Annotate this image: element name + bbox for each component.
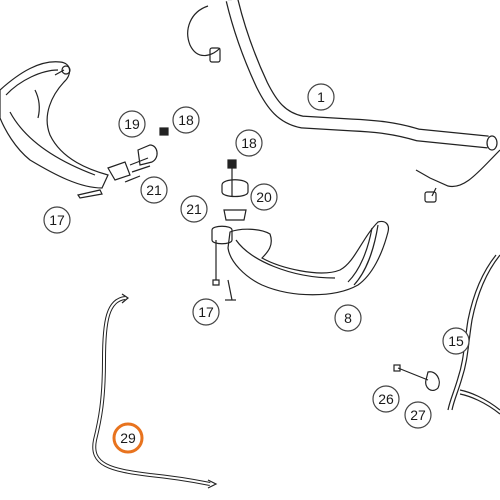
callout-c17a: 17 xyxy=(43,206,71,234)
handlebar xyxy=(187,0,498,151)
callout-c8: 8 xyxy=(334,304,362,332)
callout-label: 8 xyxy=(344,310,352,326)
callout-label: 20 xyxy=(256,189,272,205)
callout-c18a: 18 xyxy=(172,106,200,134)
callout-label: 21 xyxy=(186,201,202,217)
left-handguard xyxy=(0,61,109,189)
callout-label: 27 xyxy=(410,407,426,423)
callout-label: 17 xyxy=(49,212,65,228)
callout-c27: 27 xyxy=(404,401,432,429)
callout-c21a: 21 xyxy=(140,176,168,204)
callout-c21b: 21 xyxy=(180,195,208,223)
callout-c19: 19 xyxy=(118,110,146,138)
callout-label: 29 xyxy=(120,430,136,446)
callout-label: 17 xyxy=(198,304,214,320)
callout-label: 15 xyxy=(448,333,464,349)
callout-c1: 1 xyxy=(307,83,335,111)
bolt-and-bracket xyxy=(393,364,440,392)
callout-c15: 15 xyxy=(442,327,470,355)
callout-c20: 20 xyxy=(250,183,278,211)
callout-label: 21 xyxy=(146,182,162,198)
callout-label: 1 xyxy=(317,89,325,105)
callout-c17b: 17 xyxy=(192,298,220,326)
callout-label: 19 xyxy=(124,116,140,132)
callout-label: 18 xyxy=(241,135,257,151)
callout-c26: 26 xyxy=(372,385,400,413)
right-handguard xyxy=(227,220,390,296)
callout-label: 18 xyxy=(178,112,194,128)
callout-label: 26 xyxy=(378,391,394,407)
left-clamp-assembly xyxy=(77,127,169,199)
cable-29 xyxy=(92,293,218,489)
wire-harness-right xyxy=(415,149,500,203)
center-clamp-assembly xyxy=(211,159,249,301)
callout-c18b: 18 xyxy=(235,129,263,157)
callout-c29-highlighted[interactable]: 29 xyxy=(112,422,144,454)
